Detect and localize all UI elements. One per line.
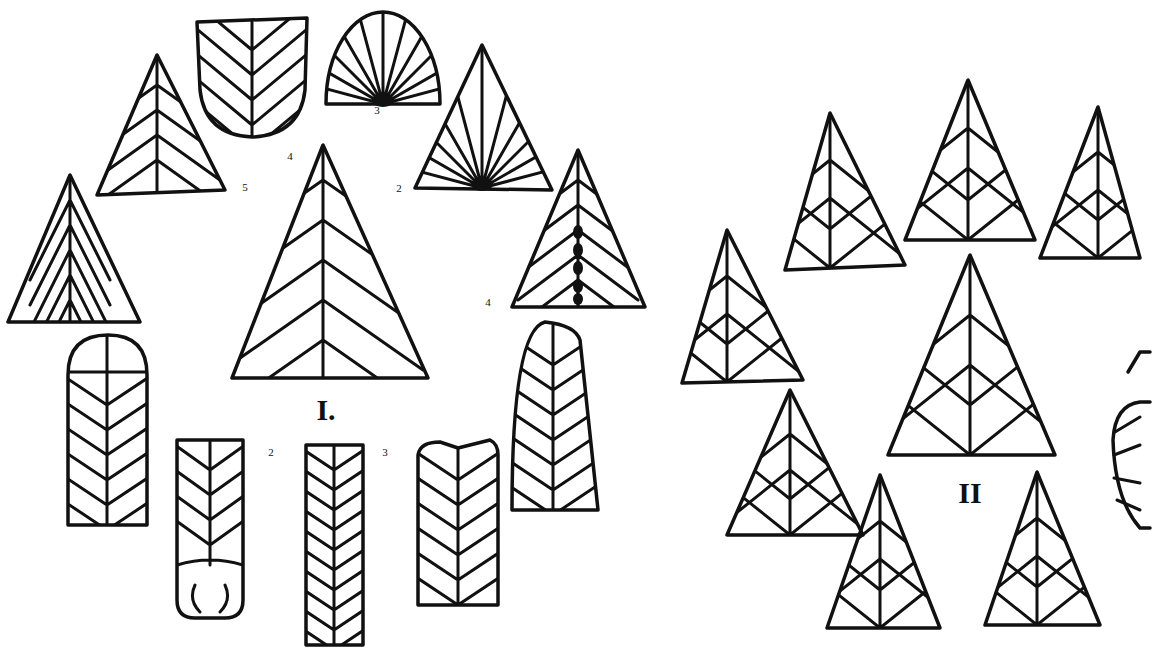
callout-number: 4 [485, 297, 491, 308]
group-numeral: II [958, 478, 981, 508]
callout-number: 2 [268, 447, 274, 458]
group-numeral: I. [316, 395, 335, 425]
callout-number: 3 [382, 447, 388, 458]
callout-number: 5 [242, 182, 248, 193]
callout-number: 3 [374, 105, 380, 116]
callout-number: 2 [396, 183, 402, 194]
callout-number: 4 [287, 151, 293, 162]
